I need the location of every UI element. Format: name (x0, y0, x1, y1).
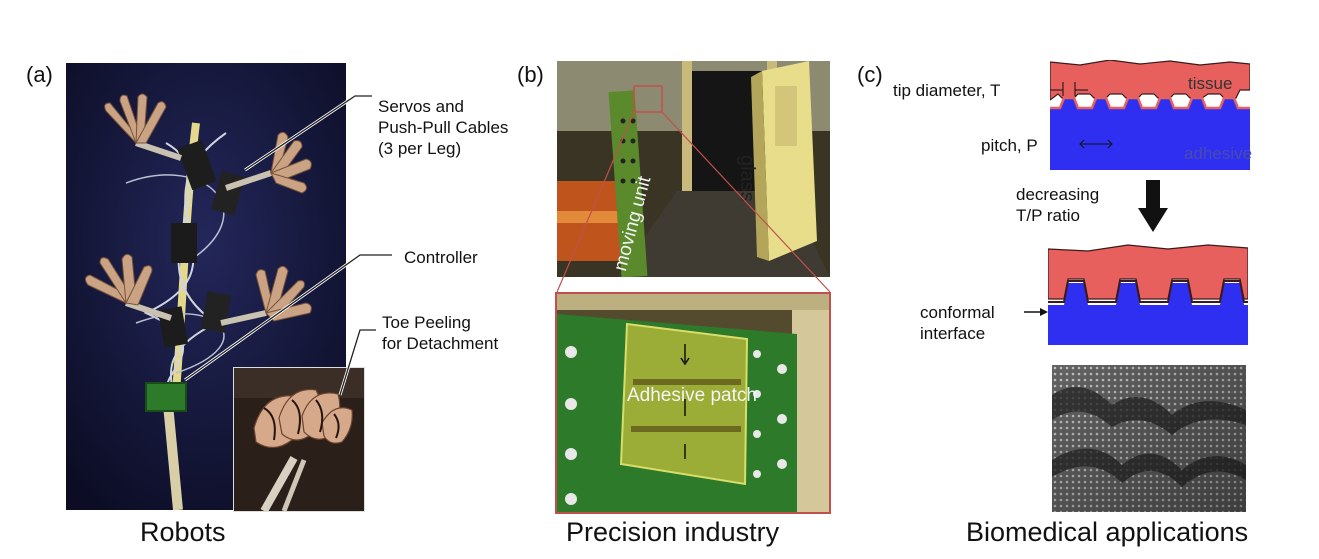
sem-micrograph (1052, 365, 1246, 512)
adhesive-patch-label: Adhesive patch (627, 385, 757, 406)
robot-photo (66, 63, 346, 510)
tip-diameter-label: tip diameter, T (893, 81, 1001, 100)
moving-unit-photo (557, 61, 830, 277)
conformal-interface-label: conformal interface (920, 303, 995, 343)
controller-label: Controller (404, 248, 478, 267)
panel-b-caption: Precision industry (566, 517, 780, 547)
conformal-pointer-arrow-icon (1024, 308, 1048, 316)
adhesive-patch-photo (555, 292, 831, 514)
panel-a-label: (a) (26, 62, 53, 87)
panel-c-label: (c) (857, 62, 883, 87)
adhesive-label: adhesive (1184, 144, 1253, 163)
tissue-label: tissue (1188, 74, 1233, 93)
pitch-label: pitch, P (981, 136, 1038, 155)
panel-b-label: (b) (517, 62, 544, 87)
toe-peeling-label: Toe Peeling for Detachment (382, 313, 499, 353)
adhesive-tissue-diagram-top (1050, 60, 1250, 170)
decreasing-ratio-label: decreasing T/P ratio (1016, 185, 1100, 225)
adhesive-tissue-diagram-bottom (1048, 244, 1248, 345)
panel-c-caption: Biomedical applications (966, 517, 1249, 547)
servos-label: Servos and Push-Pull Cables (3 per Leg) (378, 97, 509, 158)
panel-a-caption: Robots (140, 517, 226, 547)
down-arrow-icon (1138, 180, 1168, 232)
